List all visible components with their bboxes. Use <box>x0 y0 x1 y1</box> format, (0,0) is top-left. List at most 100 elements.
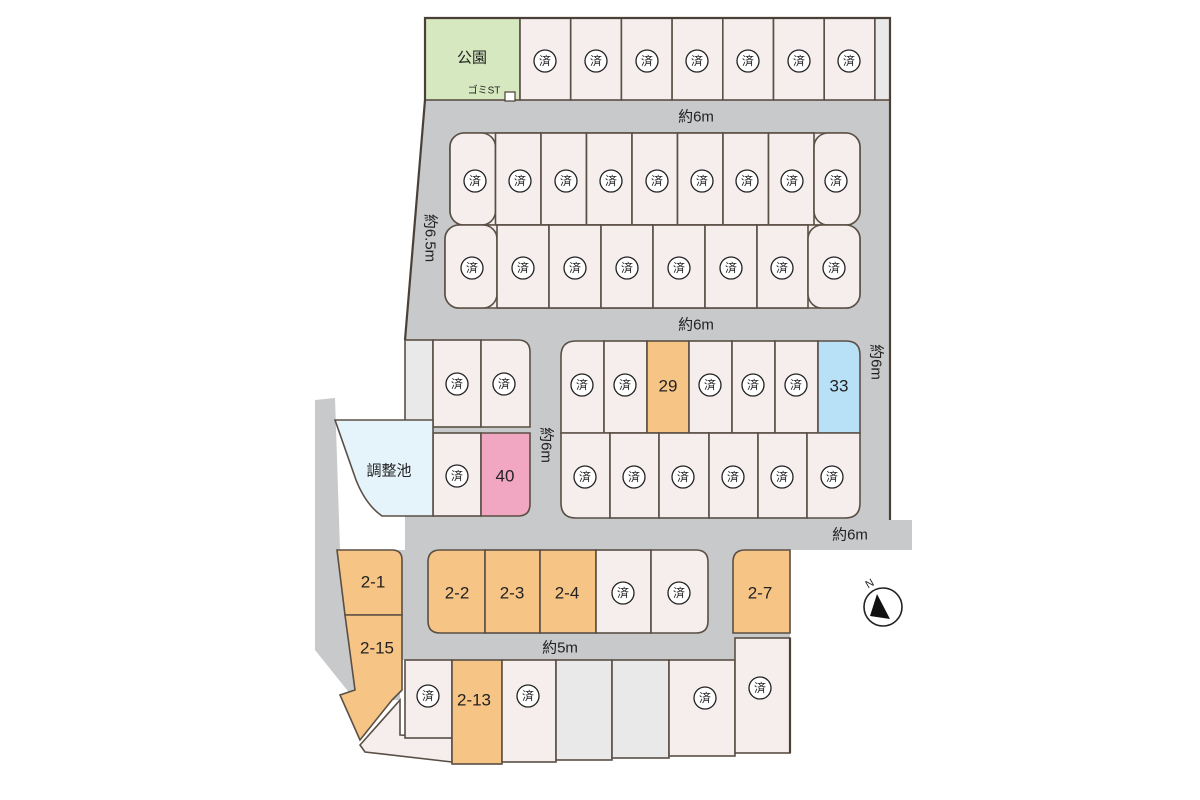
lot-label-33: 33 <box>830 377 849 396</box>
lot[interactable] <box>734 637 791 754</box>
svg-text:済: 済 <box>569 260 581 275</box>
sold-mark: 済 <box>460 256 484 280</box>
lot-group-block-c: 済 済 済 40 <box>404 339 531 517</box>
road-label-south: 約5m <box>542 640 578 657</box>
road-label-south-east: 約6m <box>832 527 868 544</box>
svg-text:済: 済 <box>469 173 481 188</box>
lot[interactable] <box>874 17 891 101</box>
lot-label-40: 40 <box>496 467 515 486</box>
road-labels: 約6m 約6.5m 約6m 約6m 約6m 約6m 約5m <box>422 109 885 657</box>
garbage-station-label: ゴミST <box>468 84 501 97</box>
lot[interactable] <box>652 224 706 309</box>
sold-mark: 済 <box>416 684 440 708</box>
svg-text:済: 済 <box>579 469 591 484</box>
sold-mark: 済 <box>770 465 794 489</box>
svg-text:済: 済 <box>522 688 534 703</box>
sold-mark: 済 <box>685 49 709 73</box>
svg-text:済: 済 <box>776 469 788 484</box>
lot-label-2-7: 2-7 <box>748 584 773 603</box>
sold-mark: 済 <box>508 169 532 193</box>
svg-text:済: 済 <box>727 469 739 484</box>
sold-mark: 済 <box>570 373 594 397</box>
sold-mark: 済 <box>615 256 639 280</box>
road-label-west: 約6.5m <box>422 214 439 262</box>
sold-mark: 済 <box>463 169 487 193</box>
lot[interactable] <box>404 339 434 428</box>
sold-mark: 済 <box>645 169 669 193</box>
svg-text:済: 済 <box>621 260 633 275</box>
sold-mark: 済 <box>511 256 535 280</box>
lot[interactable] <box>668 659 736 757</box>
retention-pond[interactable]: 調整池 <box>333 419 434 517</box>
svg-text:済: 済 <box>828 260 840 275</box>
lot-label-2-1: 2-1 <box>361 573 386 592</box>
sold-mark: 済 <box>599 169 623 193</box>
lot-group-bottom-row: 済 2-13 済 済 済 <box>358 637 791 765</box>
road-label-center: 約6m <box>678 317 714 334</box>
svg-text:済: 済 <box>605 173 617 188</box>
sold-mark: 済 <box>516 684 540 708</box>
lot-group-block-b: 済 済 済 済 済 済 済 済 済 済 済 済 済 済 済 済 済 <box>444 132 861 309</box>
north-arrow-icon: N <box>863 577 903 627</box>
lot-40[interactable] <box>480 432 531 517</box>
svg-text:済: 済 <box>699 690 711 705</box>
sold-mark: 済 <box>721 465 745 489</box>
sold-mark: 済 <box>611 581 635 605</box>
svg-text:済: 済 <box>830 173 842 188</box>
svg-text:済: 済 <box>422 688 434 703</box>
svg-text:済: 済 <box>704 377 716 392</box>
lot-group-east: 2-7 <box>732 549 791 634</box>
lot-2-7[interactable] <box>732 549 791 634</box>
svg-text:済: 済 <box>539 53 551 68</box>
sold-mark: 済 <box>445 464 469 488</box>
lot-2-3[interactable] <box>484 549 541 634</box>
svg-text:済: 済 <box>651 173 663 188</box>
lot-2-2[interactable] <box>427 549 486 634</box>
site-boundary-north <box>403 16 892 520</box>
park-label: 公園 <box>457 50 487 67</box>
svg-text:済: 済 <box>826 469 838 484</box>
sold-mark: 済 <box>563 256 587 280</box>
svg-text:済: 済 <box>628 469 640 484</box>
svg-text:済: 済 <box>747 377 759 392</box>
lot[interactable] <box>501 659 557 763</box>
north-label: N <box>864 577 877 591</box>
sold-mark: 済 <box>613 373 637 397</box>
svg-text:済: 済 <box>790 377 802 392</box>
svg-text:済: 済 <box>619 377 631 392</box>
svg-text:済: 済 <box>517 260 529 275</box>
lot-label-2-13: 2-13 <box>457 691 491 710</box>
svg-text:済: 済 <box>677 469 689 484</box>
sold-mark: 済 <box>784 373 808 397</box>
sold-mark: 済 <box>622 465 646 489</box>
lot-label-2-3: 2-3 <box>500 584 525 603</box>
svg-text:済: 済 <box>843 53 855 68</box>
lot-label-2-2: 2-2 <box>445 584 470 603</box>
sold-mark: 済 <box>667 256 691 280</box>
sold-mark: 済 <box>635 49 659 73</box>
sold-mark: 済 <box>667 581 691 605</box>
lot-2-1[interactable] <box>336 549 403 616</box>
lot[interactable] <box>595 549 652 634</box>
svg-text:済: 済 <box>696 173 708 188</box>
svg-text:済: 済 <box>691 53 703 68</box>
svg-text:済: 済 <box>451 376 463 391</box>
svg-text:済: 済 <box>617 585 629 600</box>
svg-text:済: 済 <box>793 53 805 68</box>
svg-text:済: 済 <box>673 260 685 275</box>
svg-text:済: 済 <box>641 53 653 68</box>
lot-33[interactable] <box>817 340 861 434</box>
lot-2-15[interactable] <box>338 614 403 742</box>
park[interactable]: 公園 ゴミST <box>424 17 521 102</box>
lot[interactable] <box>555 659 613 761</box>
sold-mark: 済 <box>748 676 772 700</box>
lot-group-top-row: 済 済 済 済 済 済 済 <box>519 17 891 101</box>
lot-2-13[interactable] <box>451 659 503 765</box>
svg-text:済: 済 <box>451 468 463 483</box>
sold-mark: 済 <box>554 169 578 193</box>
svg-text:済: 済 <box>576 377 588 392</box>
lot[interactable] <box>611 659 670 759</box>
sold-mark: 済 <box>735 169 759 193</box>
sold-mark: 済 <box>820 465 844 489</box>
